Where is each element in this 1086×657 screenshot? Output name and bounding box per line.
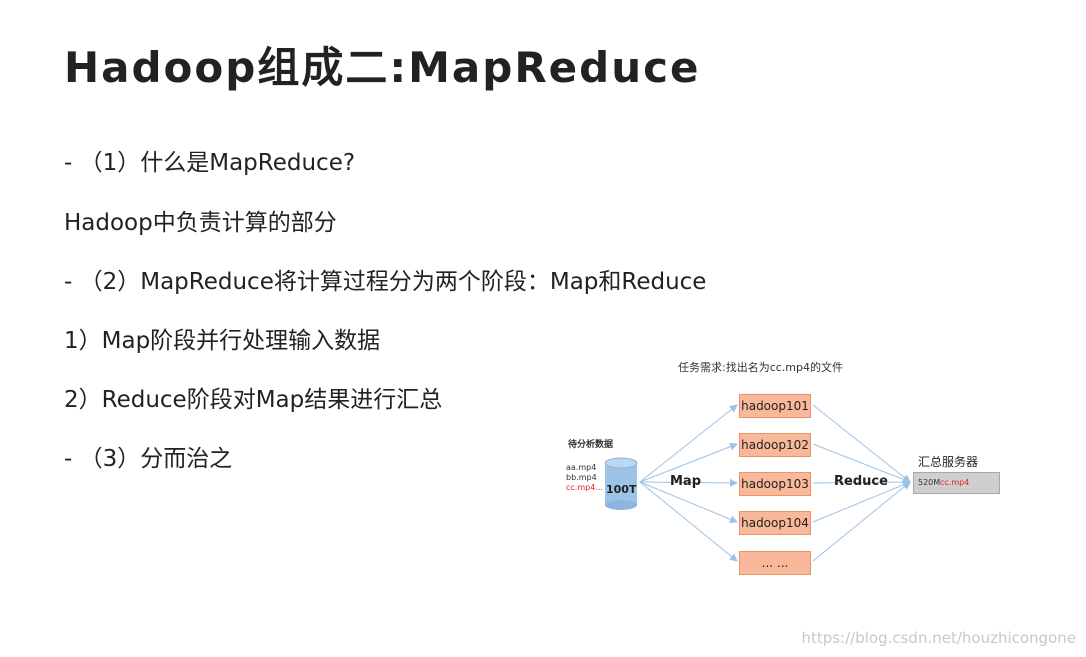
bullet-2: Hadoop中负责计算的部分 bbox=[64, 210, 337, 236]
node-more: ... ... bbox=[739, 551, 811, 575]
mapreduce-diagram: 任务需求:找出名为cc.mp4的文件 待分析数据 aa.mp4 bb.mp4 c… bbox=[560, 355, 1020, 595]
db-label: 100T bbox=[606, 483, 637, 496]
database-icon bbox=[604, 457, 638, 510]
slide-title: Hadoop组成二:MapReduce bbox=[64, 43, 701, 92]
file-bb: bb.mp4 bbox=[566, 473, 597, 482]
arrow-db-node2 bbox=[639, 442, 738, 483]
node-hadoop101: hadoop101 bbox=[739, 394, 811, 418]
server-label: 汇总服务器 bbox=[918, 455, 979, 469]
arrow-db-node5 bbox=[639, 481, 738, 562]
file-cc: cc.mp4... bbox=[566, 483, 603, 492]
bullet-5: 2）Reduce阶段对Map结果进行汇总 bbox=[64, 387, 443, 413]
arrow-node2-server bbox=[812, 443, 911, 484]
result-size: 520M bbox=[918, 478, 941, 487]
arrow-node3-server bbox=[812, 478, 911, 487]
bullet-3: - （2）MapReduce将计算过程分为两个阶段：Map和Reduce bbox=[64, 269, 707, 295]
diagram-arrows bbox=[604, 404, 911, 562]
arrow-node4-server bbox=[812, 480, 911, 523]
map-label: Map bbox=[670, 474, 702, 489]
reduce-label: Reduce bbox=[834, 474, 888, 489]
bullet-1: - （1）什么是MapReduce? bbox=[64, 150, 356, 176]
arrow-db-node3 bbox=[639, 478, 738, 487]
result-file: cc.mp4 bbox=[940, 478, 970, 487]
node-hadoop104: hadoop104 bbox=[739, 511, 811, 535]
arrow-db-node1 bbox=[639, 404, 738, 483]
task-label: 任务需求:找出名为cc.mp4的文件 bbox=[678, 361, 843, 374]
input-label: 待分析数据 bbox=[568, 440, 614, 450]
file-aa: aa.mp4 bbox=[566, 463, 597, 472]
watermark: https://blog.csdn.net/houzhicongone bbox=[801, 629, 1076, 647]
bullet-4: 1）Map阶段并行处理输入数据 bbox=[64, 328, 381, 354]
server-box: 520M cc.mp4 bbox=[913, 472, 1000, 494]
bullet-6: - （3）分而治之 bbox=[64, 446, 233, 472]
node-hadoop102: hadoop102 bbox=[739, 433, 811, 457]
node-hadoop103: hadoop103 bbox=[739, 472, 811, 496]
arrow-db-node4 bbox=[639, 481, 738, 524]
arrow-node5-server bbox=[812, 481, 911, 562]
arrow-node1-server bbox=[812, 404, 911, 483]
